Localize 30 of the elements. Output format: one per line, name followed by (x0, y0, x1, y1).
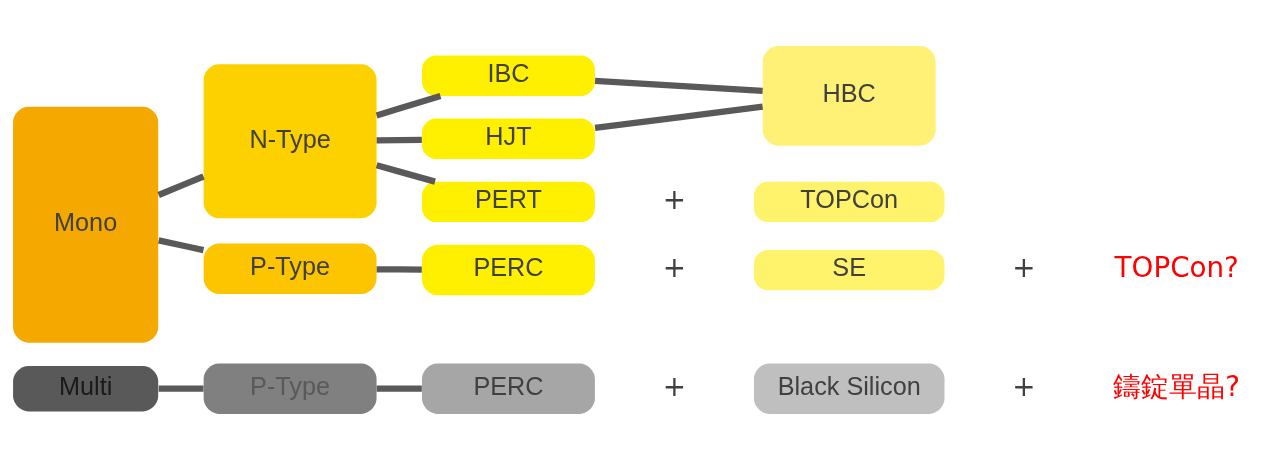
node-box: PERC (422, 244, 595, 296)
label: + (662, 251, 687, 285)
node-box: PERC (422, 363, 595, 414)
connector (376, 136, 422, 144)
connector (376, 385, 422, 392)
connector (376, 266, 422, 273)
connector (375, 162, 436, 185)
node-box: TOPCon (753, 181, 945, 223)
node-box: IBC (422, 55, 595, 96)
connector (594, 77, 763, 94)
label: 鑄錠單晶? (1113, 369, 1241, 403)
node-box: PERT (422, 181, 595, 223)
connector (158, 237, 205, 254)
node-box: Multi (13, 366, 159, 412)
label: + (662, 182, 687, 216)
node-box: SE (753, 249, 945, 291)
connector (594, 103, 763, 132)
label: + (1012, 251, 1036, 285)
label: + (1012, 369, 1036, 403)
label: + (662, 369, 687, 403)
node-box: HJT (422, 118, 595, 159)
node-box: HBC (762, 46, 936, 146)
node-box: Black Silicon (753, 363, 945, 414)
node-box: N-Type (203, 64, 377, 219)
node-box: P-Type (203, 243, 377, 295)
label: TOPCon? (1114, 251, 1239, 285)
connector (375, 92, 442, 119)
connector (158, 385, 204, 392)
node-box: Mono (13, 106, 159, 343)
connector (157, 173, 205, 198)
